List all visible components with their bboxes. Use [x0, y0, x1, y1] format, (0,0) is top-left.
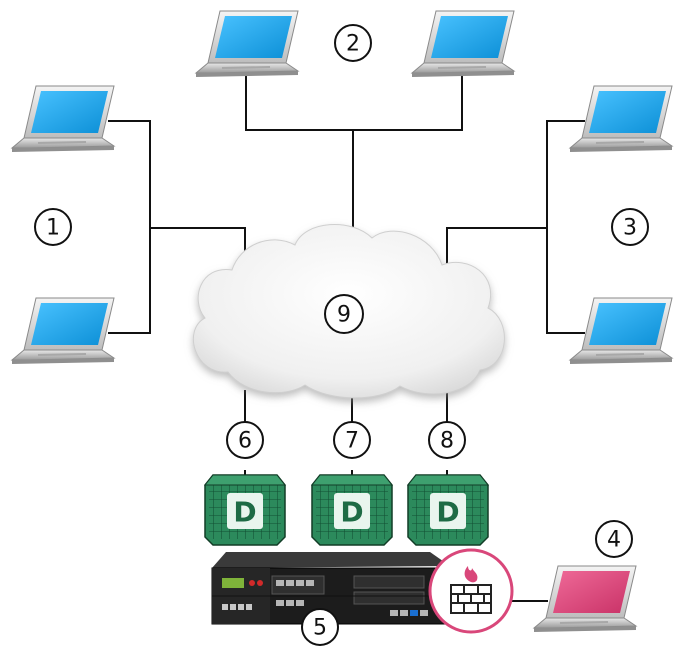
laptop-top-left: [195, 10, 299, 78]
sensor-middle: D: [311, 474, 393, 546]
sensor-middle-glyph: D: [340, 496, 363, 529]
laptop-left-top: [11, 85, 115, 153]
svg-text:4: 4: [607, 528, 621, 553]
flame-icon: [464, 566, 478, 583]
label-sensor-right: 8: [428, 421, 466, 459]
label-sensor-middle: 7: [333, 421, 371, 459]
sensor-right: D: [407, 474, 489, 546]
svg-text:6: 6: [238, 429, 252, 454]
svg-text:9: 9: [337, 303, 351, 328]
label-group-right: 3: [611, 208, 649, 246]
sensor-left-glyph: D: [233, 496, 256, 529]
laptop-right-bottom: [569, 297, 673, 365]
sensor-left: D: [204, 474, 286, 546]
laptop-left-bottom: [11, 297, 115, 365]
lcd-display: [222, 578, 244, 588]
svg-text:1: 1: [46, 216, 60, 241]
label-sensor-left: 6: [226, 421, 264, 459]
label-admin-laptop: 4: [595, 520, 633, 558]
svg-text:3: 3: [623, 216, 637, 241]
label-group-left: 1: [34, 208, 72, 246]
label-appliance: 5: [301, 608, 339, 646]
svg-text:2: 2: [346, 32, 360, 57]
svg-text:7: 7: [345, 429, 359, 454]
admin-laptop: [533, 565, 637, 633]
label-group-top: 2: [334, 24, 372, 62]
svg-text:5: 5: [313, 616, 327, 641]
connection-lines: [108, 72, 585, 602]
firewall-icon: [428, 548, 514, 634]
svg-text:8: 8: [440, 429, 454, 454]
label-cloud: 9: [324, 294, 364, 334]
laptop-top-right: [411, 10, 515, 78]
laptop-right-top: [569, 85, 673, 153]
network-appliance: [211, 552, 451, 625]
sensor-right-glyph: D: [436, 496, 459, 529]
